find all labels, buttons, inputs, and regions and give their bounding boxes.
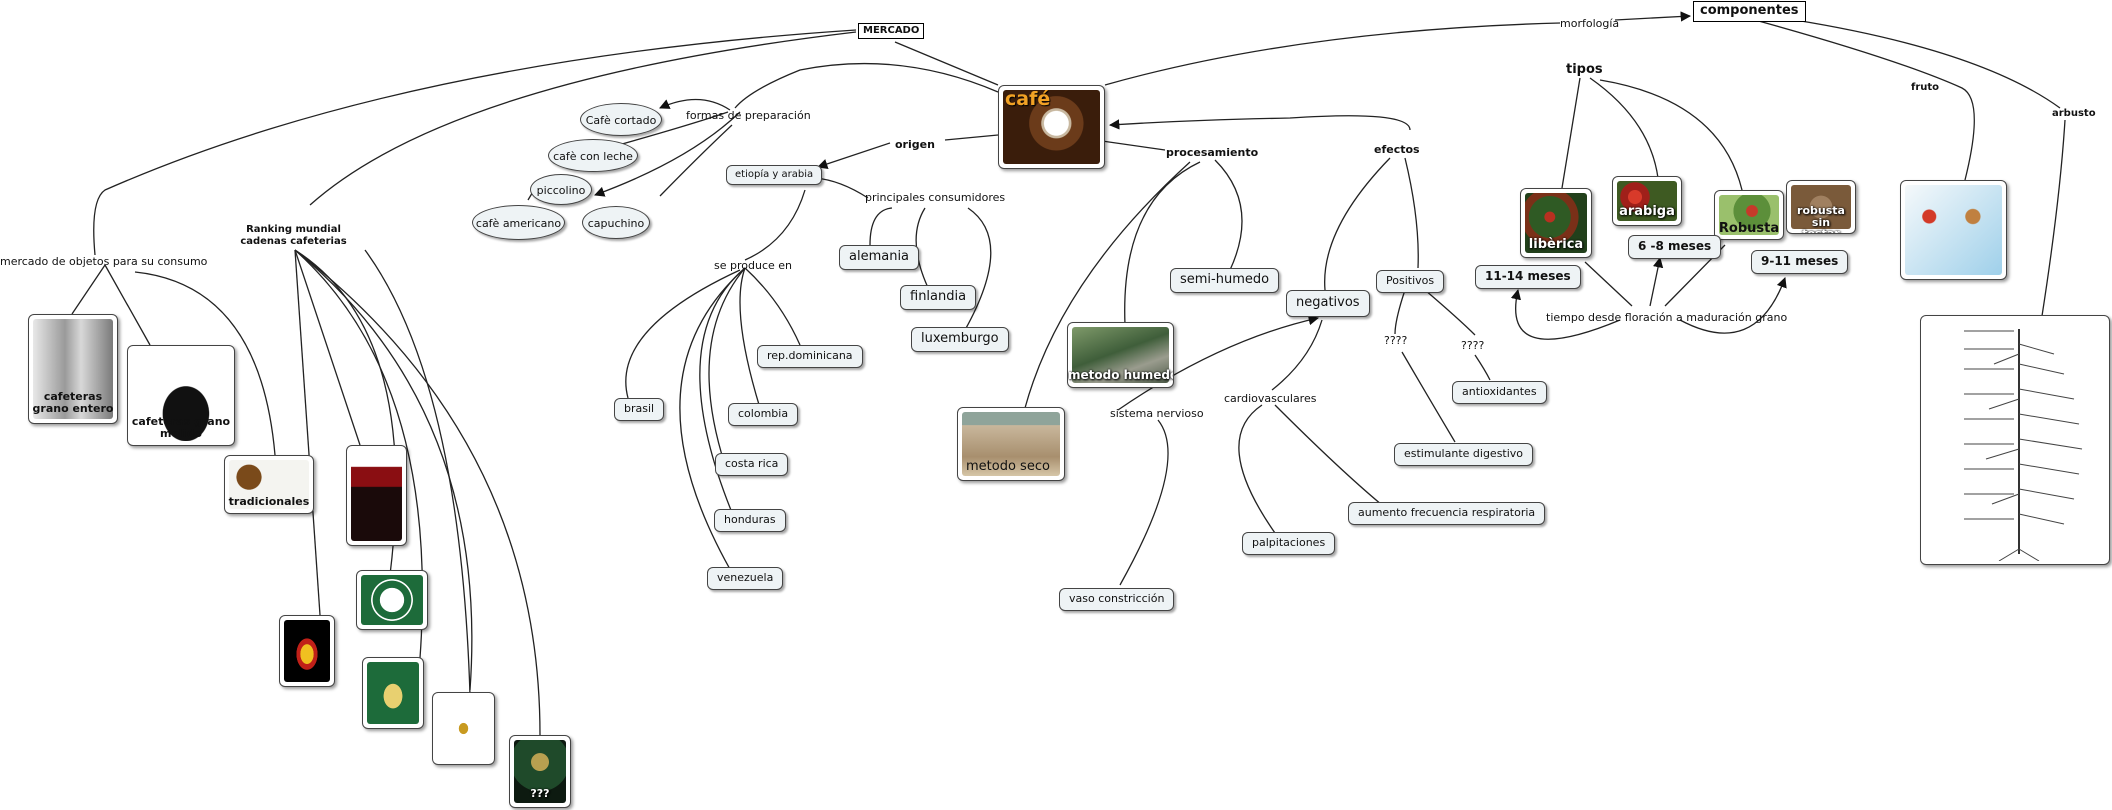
liberica-node[interactable]: libèrica xyxy=(1520,188,1592,258)
brasil-node[interactable]: brasil xyxy=(614,398,665,421)
cafeteria-logo-6[interactable]: ??? xyxy=(509,735,571,808)
unknown-effect-2: ???? xyxy=(1461,339,1485,352)
fruto-label[interactable]: fruto xyxy=(1911,82,1940,93)
cafe-title: café xyxy=(1005,88,1051,110)
coffee-cup-icon xyxy=(1003,90,1100,164)
piccolino-node[interactable]: piccolino xyxy=(530,174,592,205)
cafe-image-node[interactable]: café xyxy=(998,85,1105,169)
mercado-objetos-label: mercado de objetos para su consumo xyxy=(0,255,208,268)
6-8-meses-node[interactable]: 6 -8 meses xyxy=(1628,235,1722,259)
cafeteria-logo-4[interactable] xyxy=(362,657,424,729)
costa-rica-node[interactable]: costa rica xyxy=(715,453,789,476)
unknown-effect-1: ???? xyxy=(1384,334,1408,347)
coffee-plant-icon xyxy=(1525,193,1587,253)
capuchino-node[interactable]: capuchino xyxy=(582,206,650,239)
tree-diagram-icon xyxy=(1964,329,2083,562)
starbucks-node[interactable] xyxy=(356,570,428,630)
morfologia-label: morfología xyxy=(1560,17,1620,30)
finlandia-node[interactable]: finlandia xyxy=(900,285,977,310)
ranking-label[interactable]: Ranking mundial cadenas cafeterias xyxy=(240,224,347,247)
vaso-constriccion-node[interactable]: vaso constricción xyxy=(1059,588,1175,611)
aumento-frecuencia-node[interactable]: aumento frecuencia respiratoria xyxy=(1348,502,1546,525)
se-produce-label: se produce en xyxy=(714,259,792,272)
efectos-label[interactable]: efectos xyxy=(1374,143,1420,156)
11-14-meses-node[interactable]: 11-14 meses xyxy=(1475,265,1581,289)
starbucks-logo-icon xyxy=(361,575,423,625)
grano-molido-node[interactable]: cafeteras grano molido xyxy=(127,345,235,446)
tiempo-label: tiempo desde floración a maduración gran… xyxy=(1546,311,1788,324)
robusta-node[interactable]: Robusta xyxy=(1714,190,1784,240)
positivos-node[interactable]: Positivos xyxy=(1376,270,1445,293)
procesamiento-label[interactable]: procesamiento xyxy=(1166,146,1259,159)
9-11-meses-node[interactable]: 9-11 meses xyxy=(1751,250,1849,274)
cafeteria-logo-5[interactable] xyxy=(432,692,495,765)
con-leche-node[interactable]: cafè con leche xyxy=(548,139,638,172)
palpitaciones-node[interactable]: palpitaciones xyxy=(1242,532,1336,555)
americano-node[interactable]: cafè americano xyxy=(472,205,565,240)
estimulante-node[interactable]: estimulante digestivo xyxy=(1394,443,1534,466)
arbusto-label[interactable]: arbusto xyxy=(2052,108,2096,119)
cafeteria-logo-2[interactable] xyxy=(279,615,335,687)
mercado-node[interactable]: MERCADO xyxy=(858,23,925,39)
robusta-sin-tostar-node[interactable]: robusta sin tostar xyxy=(1786,180,1856,234)
tradicionales-node[interactable]: tradicionales xyxy=(224,455,314,514)
colombia-node[interactable]: colombia xyxy=(728,403,799,426)
formas-label: formas de preparación xyxy=(686,109,811,122)
fruto-image-node[interactable] xyxy=(1900,180,2007,280)
arbusto-image-node[interactable] xyxy=(1920,315,2110,565)
grano-entero-node[interactable]: cafeteras grano entero xyxy=(28,314,118,424)
negativos-node[interactable]: negativos xyxy=(1286,290,1370,317)
metodo-humedo-node[interactable]: metodo humedo xyxy=(1067,322,1174,388)
luxemburgo-node[interactable]: luxemburgo xyxy=(911,327,1009,352)
arabiga-node[interactable]: arabiga xyxy=(1612,176,1682,226)
componentes-node[interactable]: componentes xyxy=(1693,1,1806,22)
cortado-node[interactable]: Cafè cortado xyxy=(580,103,662,136)
alemania-node[interactable]: alemania xyxy=(839,245,920,270)
rep-dominicana-node[interactable]: rep.dominicana xyxy=(757,345,863,368)
sistema-nervioso-label: sistema nervioso xyxy=(1110,407,1204,420)
metodo-seco-node[interactable]: metodo seco xyxy=(957,407,1065,481)
origen-label[interactable]: origen xyxy=(895,138,935,151)
venezuela-node[interactable]: venezuela xyxy=(707,567,784,590)
consumidores-label: principales consumidores xyxy=(865,191,1006,204)
cardiovasculares-label: cardiovasculares xyxy=(1224,392,1317,405)
cafeteria-logo-1[interactable] xyxy=(346,445,407,546)
tipos-label[interactable]: tipos xyxy=(1566,62,1603,77)
honduras-node[interactable]: honduras xyxy=(714,509,786,532)
etiopia-node[interactable]: etiopía y arabia xyxy=(726,165,823,185)
antioxidantes-node[interactable]: antioxidantes xyxy=(1452,381,1547,404)
semi-humedo-node[interactable]: semi-humedo xyxy=(1170,268,1280,293)
